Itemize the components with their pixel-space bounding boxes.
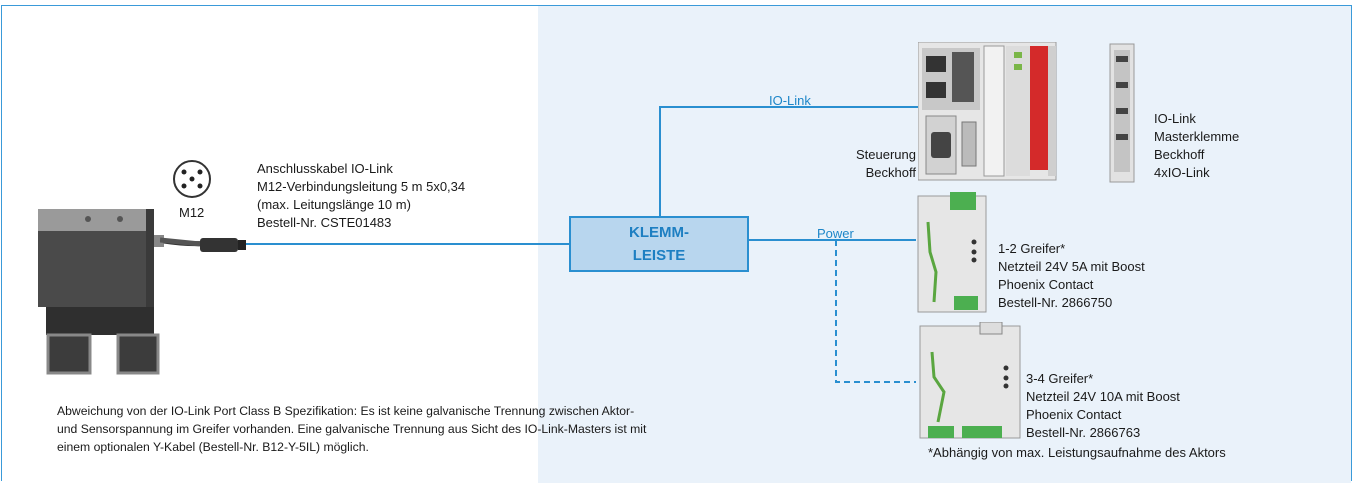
psu2-caption: 3-4 Greifer* Netzteil 24V 10A mit Boost …: [1026, 370, 1180, 442]
footnote: Abweichung von der IO-Link Port Class B …: [57, 402, 817, 456]
terminal-label-1: KLEMM-: [629, 224, 689, 241]
psu1-caption: 1-2 Greifer* Netzteil 24V 5A mit Boost P…: [998, 240, 1145, 312]
footnote-line-3: einem optionalen Y-Kabel (Bestell-Nr. B1…: [57, 440, 369, 454]
cable-connector-icon: [160, 237, 246, 252]
power-dashed-wire: [835, 240, 916, 383]
psu1-line-2: Netzteil 24V 5A mit Boost: [998, 259, 1145, 274]
power-label: Power: [817, 226, 854, 241]
controller-line-2: Beckhoff: [865, 165, 916, 180]
master-line-2: Masterklemme: [1154, 129, 1240, 144]
controller-line-1: Steuerung: [856, 147, 916, 162]
footnote-line-1: Abweichung von der IO-Link Port Class B …: [57, 404, 635, 418]
terminal-label-2: LEISTE: [632, 247, 686, 264]
psu2-line-2: Netzteil 24V 10A mit Boost: [1026, 389, 1180, 404]
psu1-line-3: Phoenix Contact: [998, 277, 1094, 292]
controller-caption: Steuerung Beckhoff: [846, 146, 916, 182]
master-line-1: IO-Link: [1154, 111, 1196, 126]
iolink-label: IO-Link: [769, 93, 811, 108]
controller-module: [918, 42, 1057, 181]
cable-line-3: (max. Leitungslänge 10 m): [257, 197, 411, 212]
cable-description: Anschlusskabel IO-Link M12-Verbindungsle…: [257, 160, 465, 232]
psu-10a-module: [919, 322, 1021, 439]
m12-pinout-icon: [173, 160, 211, 198]
terminal-strip: KLEMM- LEISTE: [569, 216, 749, 272]
gripper-device: [38, 209, 200, 375]
iolink-master-module: [1109, 43, 1135, 183]
master-line-4: 4xIO-Link: [1154, 165, 1210, 180]
iolink-wire: [659, 106, 922, 216]
master-line-3: Beckhoff: [1154, 147, 1205, 162]
cable-line-4: Bestell-Nr. CSTE01483: [257, 215, 392, 230]
psu2-line-3: Phoenix Contact: [1026, 407, 1122, 422]
diagram-frame: [1, 5, 1352, 481]
m12-label: M12: [179, 205, 205, 220]
psu2-line-4: Bestell-Nr. 2866763: [1026, 425, 1141, 440]
psu-5a-module: [917, 192, 987, 313]
cable-line-2: M12-Verbindungsleitung 5 m 5x0,34: [257, 179, 466, 194]
asterisk-note: *Abhängig von max. Leistungsaufnahme des…: [928, 445, 1226, 460]
master-caption: IO-Link Masterklemme Beckhoff 4xIO-Link: [1154, 110, 1239, 182]
psu1-line-1: 1-2 Greifer*: [998, 241, 1066, 256]
footnote-line-2: und Sensorspannung im Greifer vorhanden.…: [57, 422, 647, 436]
psu2-line-1: 3-4 Greifer*: [1026, 371, 1094, 386]
cable-line-1: Anschlusskabel IO-Link: [257, 161, 393, 176]
psu1-line-4: Bestell-Nr. 2866750: [998, 295, 1113, 310]
